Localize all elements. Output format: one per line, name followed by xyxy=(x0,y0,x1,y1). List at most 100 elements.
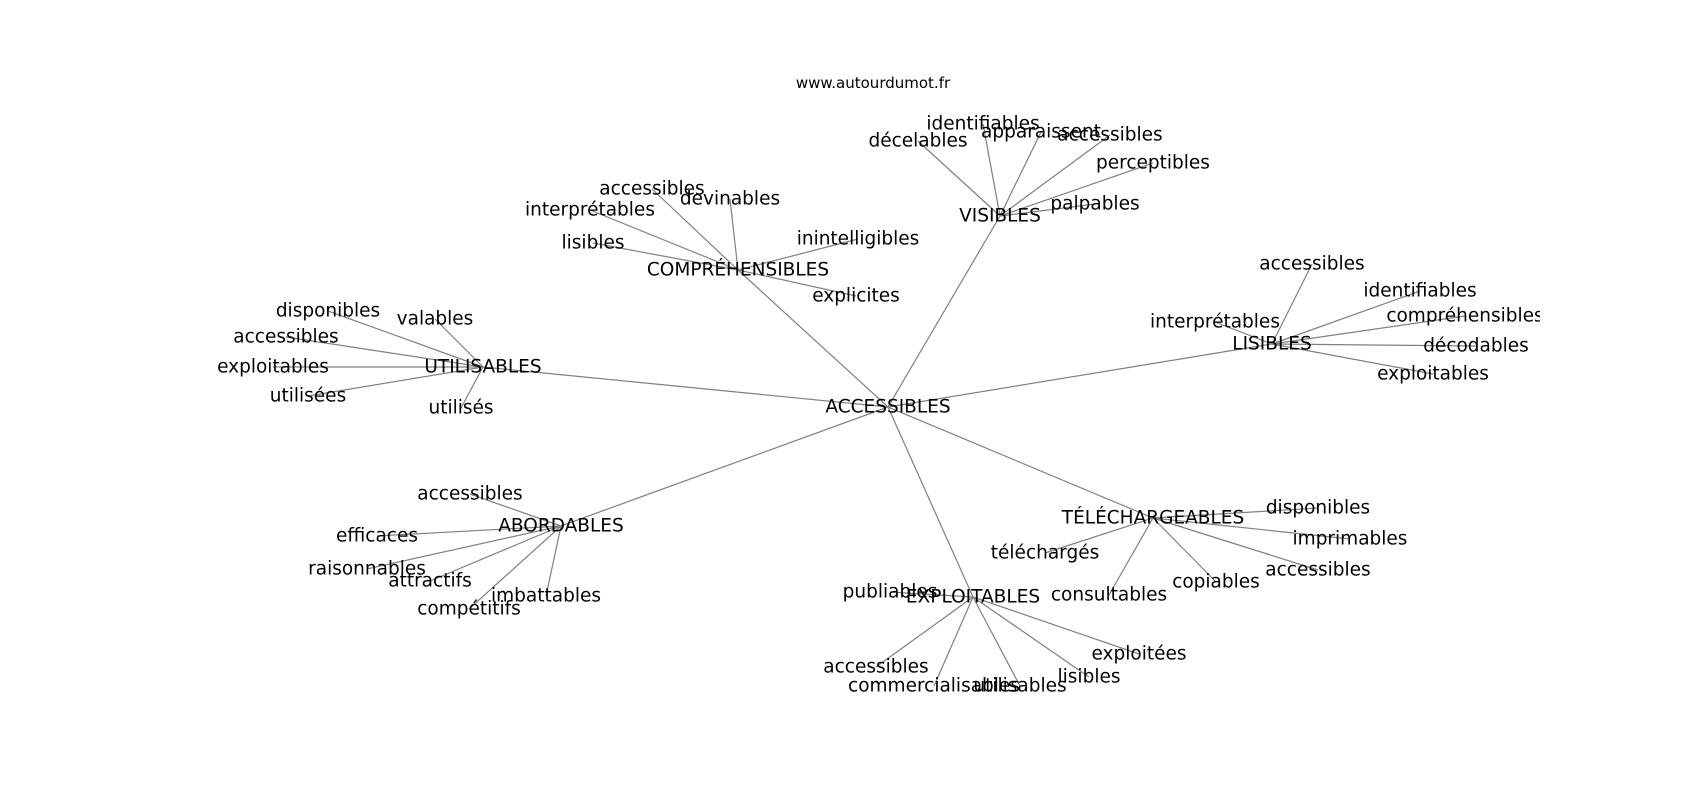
leaf-node-abordables-competitifs: compétitifs xyxy=(417,599,521,620)
edge-visibles-decelables xyxy=(917,140,1001,217)
leaf-node-lisibles-comprehensibles: compréhensibles xyxy=(1386,306,1543,327)
leaf-node-abordables-raisonnables: raisonnables xyxy=(308,559,426,580)
edge-exploitables-exploitees xyxy=(972,596,1140,655)
edge-exploitables-lisibles xyxy=(972,596,1090,678)
leaf-node-visibles-accessibles: accessibles xyxy=(1057,125,1162,146)
edge-visibles-perceptibles xyxy=(999,162,1154,217)
leaf-node-telechargeables-telecharges: téléchargés xyxy=(991,543,1099,564)
leaf-node-telechargeables-copiables: copiables xyxy=(1172,572,1260,593)
leaf-node-lisibles-identifiables: identifiables xyxy=(1363,281,1476,302)
edge-abordables-competitifs xyxy=(468,525,562,610)
leaf-node-exploitables-commercialisables: commercialisables xyxy=(848,676,1020,697)
edge-lisibles-identifiables xyxy=(1271,290,1421,345)
leaf-node-utilisables-utilisees: utilisées xyxy=(270,386,346,407)
edge-comprehensibles-lisibles xyxy=(592,242,739,271)
leaf-node-exploitables-exploitees: exploitées xyxy=(1091,644,1186,665)
edge-exploitables-accessibles xyxy=(875,596,974,668)
leaf-node-visibles-perceptibles: perceptibles xyxy=(1096,153,1210,174)
edge-comprehensibles-inintelligibles xyxy=(737,238,859,271)
edge-telechargeables-consultables xyxy=(1108,517,1154,596)
branch-node-exploitables: EXPLOITABLES xyxy=(906,587,1040,608)
leaf-node-comprehensibles-lisibles: lisibles xyxy=(562,233,625,254)
edge-telechargeables-disponibles xyxy=(1152,507,1319,519)
branch-node-lisibles: LISIBLES xyxy=(1232,334,1311,355)
branch-node-telechargeables: TÉLÉCHARGEABLES xyxy=(1061,507,1244,529)
leaf-node-telechargeables-imprimables: imprimables xyxy=(1293,529,1408,550)
leaf-node-lisibles-interpretables: interprétables xyxy=(1150,312,1280,333)
branch-node-visibles: VISIBLES xyxy=(959,206,1041,227)
leaf-node-lisibles-accessibles: accessibles xyxy=(1259,254,1364,275)
leaf-node-telechargeables-accessibles: accessibles xyxy=(1265,560,1370,581)
leaf-node-abordables-efficaces: efficaces xyxy=(336,526,418,547)
edge-utilisables-accessibles xyxy=(285,336,484,368)
edge-root-comprehensibles xyxy=(737,269,889,408)
leaf-node-lisibles-exploitables: exploitables xyxy=(1377,364,1489,385)
edge-visibles-identifiables xyxy=(982,123,1001,217)
edge-abordables-raisonnables xyxy=(366,525,562,570)
edge-root-exploitables xyxy=(887,406,974,598)
leaf-node-utilisables-exploitables: exploitables xyxy=(217,357,329,378)
leaf-node-visibles-decelables: décelables xyxy=(868,131,967,152)
edge-comprehensibles-devinables xyxy=(729,198,739,271)
edge-lisibles-comprehensibles xyxy=(1271,315,1466,345)
edge-visibles-accessibles xyxy=(999,134,1111,217)
leaf-node-lisibles-decodables: décodables xyxy=(1423,336,1529,357)
leaf-node-utilisables-accessibles: accessibles xyxy=(233,327,338,348)
edge-root-telechargeables xyxy=(887,406,1154,519)
edge-utilisables-utilisees xyxy=(307,366,484,397)
branch-node-abordables: ABORDABLES xyxy=(498,516,623,537)
branch-node-utilisables: UTILISABLES xyxy=(424,357,541,378)
edge-telechargeables-copiables xyxy=(1152,517,1217,583)
edge-lisibles-accessibles xyxy=(1271,263,1313,345)
leaf-node-comprehensibles-interpretables: interprétables xyxy=(525,200,655,221)
branch-node-comprehensibles: COMPRÉHENSIBLES xyxy=(647,259,829,281)
edge-utilisables-disponibles xyxy=(327,310,484,368)
edge-lisibles-decodables xyxy=(1271,343,1477,347)
edge-comprehensibles-explicites xyxy=(737,269,857,297)
leaf-node-comprehensibles-devinables: devinables xyxy=(680,189,780,210)
edge-exploitables-utilisables xyxy=(972,596,1021,687)
edge-comprehensibles-accessibles xyxy=(651,188,739,271)
edge-abordables-attractifs xyxy=(429,525,562,582)
edge-utilisables-valables xyxy=(434,318,484,368)
edge-exploitables-commercialisables xyxy=(933,596,974,687)
leaf-node-abordables-accessibles: accessibles xyxy=(417,484,522,505)
leaf-node-exploitables-utilisables: utilisables xyxy=(973,676,1066,697)
edge-root-visibles xyxy=(887,215,1001,408)
edge-telechargeables-accessibles xyxy=(1152,517,1319,571)
edge-lisibles-interpretables xyxy=(1214,321,1273,345)
source-watermark: www.autourdumot.fr xyxy=(796,74,951,92)
edge-layer xyxy=(273,123,1477,687)
edge-exploitables-publiables xyxy=(889,591,974,598)
root-node: ACCESSIBLES xyxy=(825,397,950,418)
leaf-node-utilisables-valables: valables xyxy=(397,309,474,330)
edge-visibles-palpables xyxy=(999,203,1096,217)
edge-root-abordables xyxy=(560,406,889,527)
edge-utilisables-utilises xyxy=(460,366,484,409)
leaf-node-utilisables-utilises: utilisés xyxy=(428,398,493,419)
edge-root-lisibles xyxy=(887,343,1273,408)
leaf-node-comprehensibles-accessibles: accessibles xyxy=(599,179,704,200)
leaf-node-exploitables-publiables: publiables xyxy=(843,582,938,603)
leaf-node-telechargeables-consultables: consultables xyxy=(1051,585,1167,606)
leaf-node-comprehensibles-inintelligibles: inintelligibles xyxy=(797,229,920,250)
edge-telechargeables-telecharges xyxy=(1044,517,1154,554)
leaf-node-exploitables-lisibles: lisibles xyxy=(1058,667,1121,688)
edge-visibles-apparaissent xyxy=(999,131,1042,217)
leaf-node-abordables-imbattables: imbattables xyxy=(491,586,601,607)
leaf-node-comprehensibles-explicites: explicites xyxy=(812,286,900,307)
leaf-node-visibles-palpables: palpables xyxy=(1050,194,1139,215)
edge-abordables-efficaces xyxy=(376,525,562,537)
edge-abordables-imbattables xyxy=(545,525,562,597)
leaf-node-utilisables-disponibles: disponibles xyxy=(276,301,380,322)
edge-telechargeables-imprimables xyxy=(1152,517,1351,540)
leaf-node-exploitables-accessibles: accessibles xyxy=(823,657,928,678)
edge-abordables-accessibles xyxy=(469,493,562,527)
edge-root-utilisables xyxy=(482,366,889,408)
leaf-node-abordables-attractifs: attractifs xyxy=(388,571,472,592)
leaf-node-visibles-identifiables: identifiables xyxy=(926,114,1039,135)
leaf-node-telechargeables-disponibles: disponibles xyxy=(1266,498,1370,519)
edge-lisibles-exploitables xyxy=(1271,343,1434,375)
edge-comprehensibles-interpretables xyxy=(589,209,739,271)
